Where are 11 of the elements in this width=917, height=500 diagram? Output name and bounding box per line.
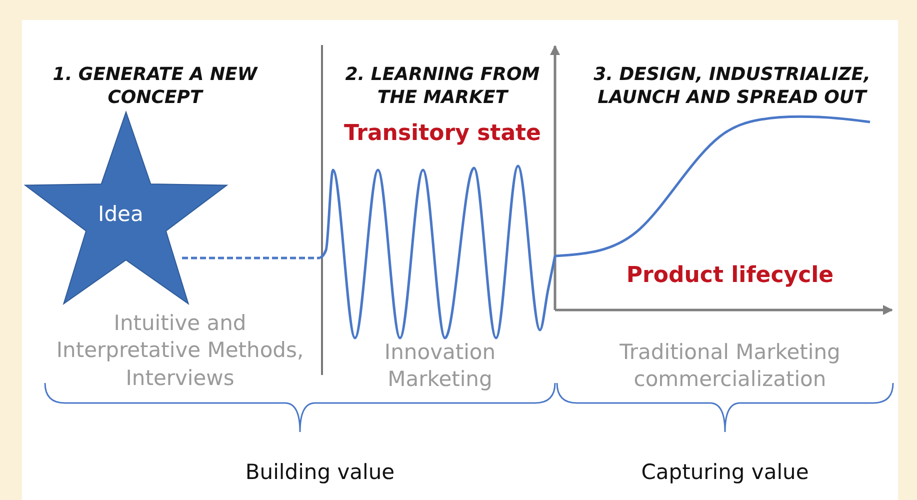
brace-label: Capturing value — [640, 459, 810, 486]
brace-label: Building value — [244, 459, 396, 486]
curve-label: Transitory state — [343, 120, 542, 148]
section-heading: 1. GENERATE A NEW CONCEPT — [52, 64, 259, 109]
method-description: Innovation Marketing — [383, 339, 497, 394]
node-label: Idea — [98, 202, 144, 226]
section-heading: 2. LEARNING FROM THE MARKET — [344, 64, 541, 109]
curve-label: Product lifecycle — [625, 262, 835, 290]
method-description: Traditional Marketing commercialization — [618, 339, 842, 394]
method-description: Intuitive and Interpretative Methods, Interviews — [55, 310, 305, 392]
section-heading: 3. DESIGN, INDUSTRIALIZE, LAUNCH AND SPREAD OUT — [592, 64, 872, 109]
